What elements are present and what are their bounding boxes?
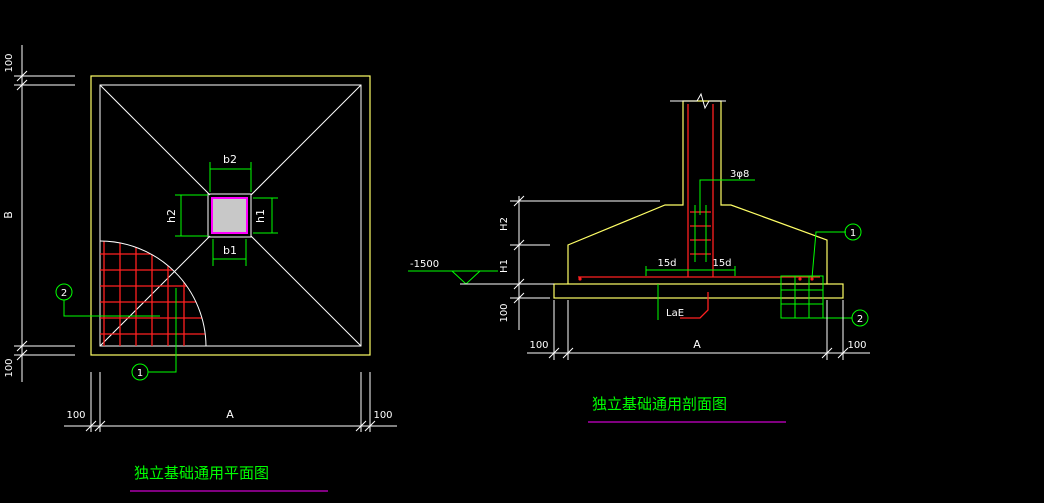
plan-dim-left-100: 100 [66,410,85,421]
plan-dim-bottom-100: 100 [4,358,15,377]
section-rebar-dots [578,277,814,281]
plan-dim-b2: b2 [223,153,237,166]
section-dim-right-100: 100 [847,340,866,351]
plan-left-dim-chain [14,45,75,382]
section-vertical-dims [510,195,660,330]
section-dim-cushion-100: 100 [499,303,510,322]
plan-marker-2-label: 2 [61,288,67,299]
section-dim-H2: H2 [499,217,510,231]
plan-column [211,197,248,234]
plan-dim-B: B [2,211,15,219]
plan-dim-h2: h2 [165,209,178,223]
plan-dim-A: A [226,408,234,421]
section-lap-label: LaE [666,308,684,319]
section-elevation-label: -1500 [410,259,439,270]
plan-marker-2: 2 [55,283,160,317]
plan-bottom-dim-chain [64,372,397,432]
section-marker-2-label: 2 [857,314,863,325]
plan-mesh-arc [99,240,207,347]
plan-view: b2 b1 h2 h1 100 B 100 [2,45,397,492]
plan-dim-right-100: 100 [373,410,392,421]
section-stirrup-label: 3φ8 [730,169,749,180]
section-foundation-outline [567,100,828,284]
plan-dim-h1: h1 [254,209,267,223]
plan-dim-b1: b1 [223,244,237,257]
section-marker-1: 1 [844,223,862,241]
section-cushion [553,283,844,299]
plan-column-outer [207,193,252,238]
section-anchor-right: 15d [712,258,731,269]
section-column-break [670,92,726,110]
section-marker-2: 2 [851,309,869,327]
plan-cushion-outline [90,75,371,356]
plan-marker-1: 1 [131,288,177,381]
section-dim-A: A [693,338,701,351]
section-rebar [578,104,820,319]
section-anchor-left: 15d [657,258,676,269]
section-bottom-dims [527,300,870,360]
plan-title: 独立基础通用平面图 [134,464,269,482]
section-view: 3φ8 15d 15d LaE 1 2 -1500 [408,92,870,423]
plan-marker-1-label: 1 [137,368,143,379]
section-dim-H1: H1 [499,259,510,273]
section-marker-1-label: 1 [850,228,856,239]
plan-column-dims [175,162,278,266]
plan-dim-top-100: 100 [4,53,15,72]
section-elevation-mark: -1500 [408,259,554,285]
section-leaders [645,179,852,320]
plan-foundation-outline [99,84,362,347]
plan-slope-lines [99,84,362,347]
section-title: 独立基础通用剖面图 [592,395,727,413]
section-dim-left-100: 100 [529,340,548,351]
